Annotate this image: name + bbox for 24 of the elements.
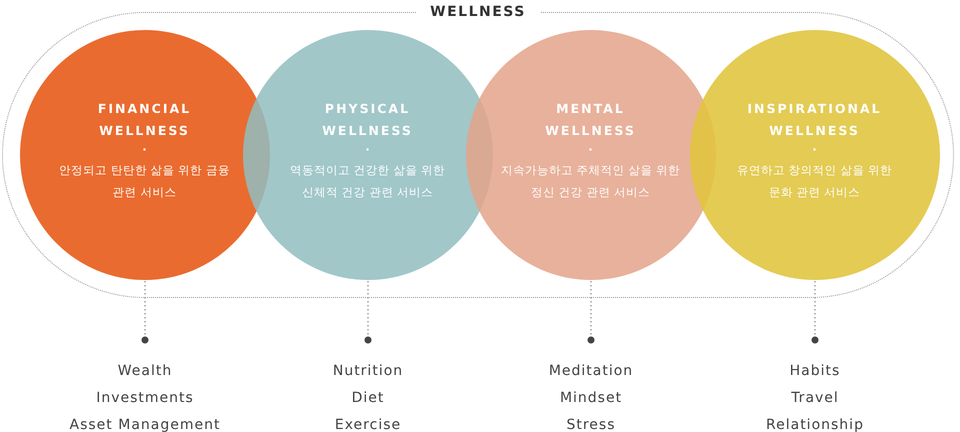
list-item: Travel xyxy=(790,389,840,408)
leader-line xyxy=(588,280,594,344)
list-item: Exercise xyxy=(334,416,402,432)
list-item: Stress xyxy=(565,416,617,432)
list-item: Wealth xyxy=(116,362,174,381)
circle-description: 역동적이고 건강한 삶을 위한 신체적 건강 관련 서비스 xyxy=(289,162,446,201)
list-item: Asset Management xyxy=(68,416,222,432)
circle-heading: FINANCIAL WELLNESS xyxy=(96,100,192,140)
circle-description: 지속가능하고 주체적인 삶을 위한 정신 건강 관련 서비스 xyxy=(500,162,681,201)
leader-line xyxy=(812,280,818,344)
list-item: Nutrition xyxy=(332,362,404,381)
circle-heading: INSPIRATIONAL WELLNESS xyxy=(746,100,883,140)
leader-line xyxy=(142,280,148,344)
list-item: Diet xyxy=(350,389,386,408)
list-item: Relationship xyxy=(765,416,865,432)
circle-description: 유연하고 창의적인 삶을 위한 문화 관련 서비스 xyxy=(736,162,893,201)
circle-heading: PHYSICAL WELLNESS xyxy=(321,100,414,140)
list-item: Investments xyxy=(95,389,195,408)
circle-heading: MENTAL WELLNESS xyxy=(544,100,637,140)
list-item: Habits xyxy=(788,362,842,381)
list-item: Mindset xyxy=(558,389,624,408)
leader-line xyxy=(364,280,372,344)
circle-description: 안정되고 탄탄한 삶을 위한 금융 관련 서비스 xyxy=(58,162,231,201)
list-item: Meditation xyxy=(548,362,634,381)
